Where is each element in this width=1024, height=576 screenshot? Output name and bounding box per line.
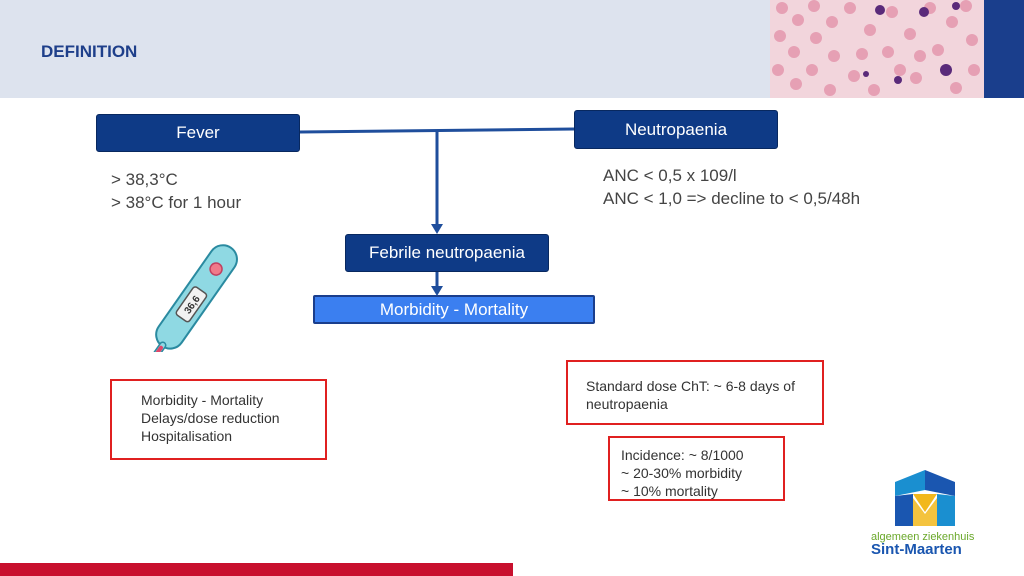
thermometer-icon: 36,6 <box>145 244 238 352</box>
neutropaenia-criterion: ANC < 0,5 x 109/l <box>603 166 737 185</box>
incidence-line: ~ 20-30% morbidity <box>621 465 743 481</box>
fever-box: Fever <box>96 114 300 152</box>
consequence-item: Delays/dose reduction <box>141 410 280 426</box>
arrow-to-morbidity <box>431 286 443 296</box>
incidence-line: ~ 10% mortality <box>621 483 718 499</box>
logo-text-line2: Sint-Maarten <box>871 541 962 558</box>
standard-dose-line: neutropaenia <box>586 396 668 412</box>
neutropaenia-box-label: Neutropaenia <box>624 119 728 139</box>
consequences-box: Morbidity - Mortality Delays/dose reduct… <box>110 379 327 460</box>
incidence-box: Incidence: ~ 8/1000 ~ 20-30% morbidity ~… <box>608 436 785 501</box>
morbidity-box-label: Morbidity - Mortality <box>379 299 529 319</box>
morbidity-mortality-box: Morbidity - Mortality <box>313 295 595 324</box>
neutropaenia-criterion: ANC < 1,0 => decline to < 0,5/48h <box>603 189 861 208</box>
fever-criteria: > 38,3°C > 38°C for 1 hour <box>111 168 241 214</box>
neutropaenia-criteria: ANC < 0,5 x 109/l ANC < 1,0 => decline t… <box>603 164 860 210</box>
footer-accent-bar <box>0 563 513 576</box>
standard-dose-line: Standard dose ChT: ~ 6-8 days of <box>586 378 795 394</box>
standard-dose-box: Standard dose ChT: ~ 6-8 days of neutrop… <box>566 360 824 425</box>
arrow-to-febrile <box>431 224 443 234</box>
hospital-logo-icon <box>895 470 955 526</box>
consequence-item: Hospitalisation <box>141 428 233 444</box>
fever-criterion: > 38,3°C <box>111 170 178 189</box>
fever-box-label: Fever <box>176 123 220 142</box>
page-title: DEFINITION <box>41 42 138 61</box>
febrile-neutropaenia-box: Febrile neutropaenia <box>345 234 549 272</box>
neutropaenia-box: Neutropaenia <box>574 110 778 149</box>
fever-criterion: > 38°C for 1 hour <box>111 193 242 212</box>
blood-smear-image <box>770 0 984 98</box>
incidence-line: Incidence: ~ 8/1000 <box>621 447 744 463</box>
consequence-item: Morbidity - Mortality <box>141 392 264 408</box>
logo-text-line1: algemeen ziekenhuis <box>871 531 975 543</box>
fever-neutropaenia-line <box>299 127 575 134</box>
header-accent-strip <box>984 0 1024 98</box>
febrile-box-label: Febrile neutropaenia <box>369 243 525 262</box>
